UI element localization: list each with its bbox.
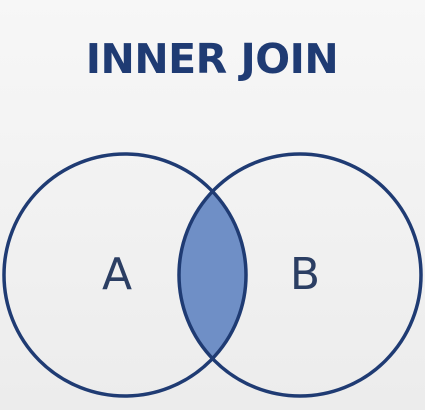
set-a-circle — [2, 152, 248, 398]
set-b-label: B — [290, 249, 320, 300]
diagram-title: INNER JOIN — [86, 35, 338, 83]
set-b-circle — [177, 152, 423, 398]
set-a-label: A — [102, 249, 132, 300]
